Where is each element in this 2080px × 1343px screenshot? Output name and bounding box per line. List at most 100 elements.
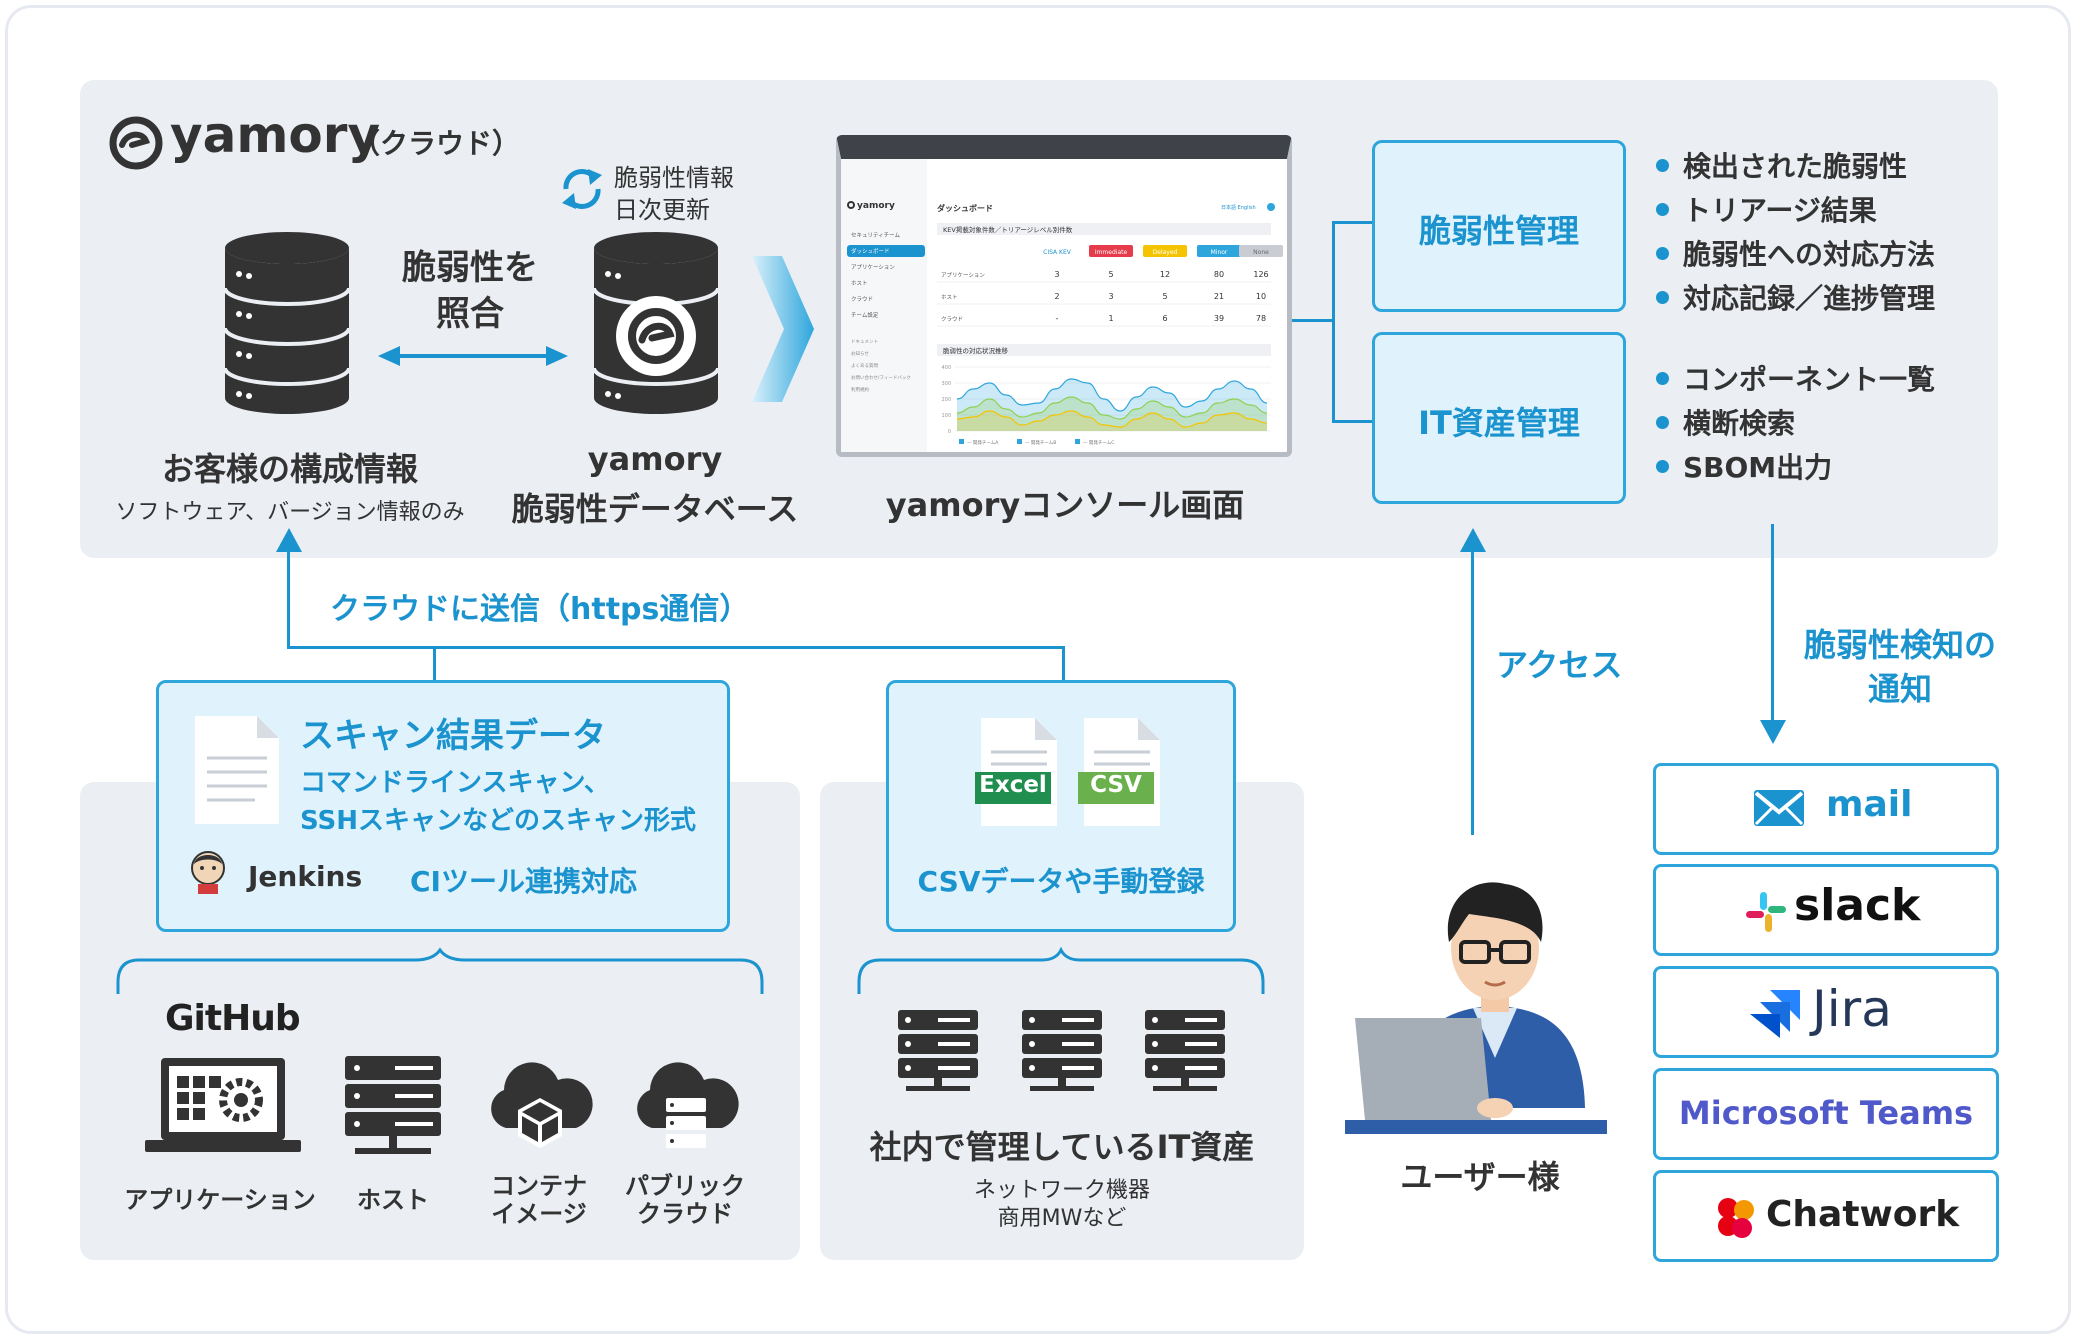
teams-label: Microsoft Teams (1678, 1094, 1974, 1132)
feature-item: 脆弱性への対応方法 (1656, 233, 1935, 273)
console-nav-item[interactable]: ホスト (851, 281, 868, 287)
send-line-csv (1062, 646, 1065, 682)
jira-label: Jira (1812, 980, 1892, 1038)
it-assets-sub-1: ネットワーク機器 (973, 1178, 1150, 1203)
customer-db-subtitle: ソフトウェア、バージョン情報のみ (115, 500, 465, 525)
it-assets-title: 社内で管理しているIT資産 (869, 1128, 1255, 1166)
slack-target[interactable] (1653, 864, 1999, 956)
it-asset-server-icon (1145, 1010, 1225, 1091)
console-nav-link[interactable]: お知らせ (851, 352, 869, 357)
table-cell: 12 (1160, 270, 1170, 279)
console-lang: 日本語 English (1221, 205, 1256, 211)
chart-series-line (956, 396, 1268, 420)
it-asset-server-icon (898, 1010, 978, 1091)
feature-label: 脆弱性への対応方法 (1683, 238, 1936, 271)
ci-label: CIツール連携対応 (410, 865, 637, 898)
excel-tag: Excel (979, 772, 1047, 798)
refresh-icon (562, 169, 602, 209)
console-nav-item[interactable]: クラウド (851, 297, 874, 303)
legend-label: — 開発チームB (1025, 439, 1056, 446)
csv-file-icon (1078, 718, 1160, 826)
console-nav-item[interactable]: チーム設定 (851, 313, 879, 319)
scan-brace (116, 947, 764, 994)
column-header: None (1253, 249, 1269, 256)
access-label: アクセス (1496, 646, 1623, 684)
feature-label: トリアージ結果 (1683, 194, 1877, 227)
host-server-icon (345, 1056, 441, 1154)
excel-file-icon (975, 718, 1057, 826)
console-nav-link[interactable]: お問い合わせ/フィードバック (851, 376, 911, 381)
jenkins-label: Jenkins (248, 860, 363, 893)
console-nav-link[interactable]: よくある質問 (851, 364, 878, 369)
update-label-1: 脆弱性情報 (614, 164, 734, 192)
match-label-1: 脆弱性を (402, 248, 538, 288)
csv-box[interactable] (886, 680, 1236, 932)
console-nav-link[interactable]: 利用規約 (851, 388, 869, 393)
column-header-chip (1197, 245, 1241, 257)
customer-db-title: お客様の構成情報 (161, 450, 418, 488)
yamory-db-title-2: 脆弱性データベース (511, 490, 799, 528)
scan-desc-1: コマンドラインスキャン、 (300, 768, 610, 798)
table-cell: - (1056, 314, 1059, 323)
scan-target-label: アプリケーション (124, 1186, 316, 1214)
feature-label: 対応記録／進捗管理 (1683, 282, 1936, 315)
connector (1332, 420, 1372, 423)
table-cell: 3 (1108, 292, 1113, 301)
column-header: Delayed (1153, 249, 1178, 256)
connector (1292, 319, 1332, 322)
it-asset-server-icon (1022, 1010, 1102, 1091)
yamory-database-icon (592, 232, 720, 414)
vuln-mgmt-box[interactable] (1372, 140, 1626, 312)
feature-label: 横断検索 (1683, 407, 1796, 440)
console-nav-item[interactable]: ダッシュボード (847, 245, 925, 257)
console-window: yamory セキュリティチームダッシュボードアプリケーションホストクラウドチー… (836, 135, 1292, 457)
teams-target[interactable] (1653, 1068, 1999, 1160)
console-nav-link[interactable]: ドキュメント (851, 340, 878, 345)
console-nav-item[interactable]: セキュリティチーム (851, 233, 901, 239)
update-label-2: 日次更新 (614, 196, 710, 224)
console-user-icon (1267, 203, 1275, 211)
chevron-right-icon (752, 256, 814, 402)
table-cell: 2 (1054, 292, 1059, 301)
outer-frame (5, 5, 2071, 1334)
application-laptop-icon (145, 1058, 301, 1152)
mail-target[interactable] (1653, 763, 1999, 855)
chatwork-icon (1718, 1198, 1754, 1238)
feature-item: 対応記録／進捗管理 (1656, 277, 1935, 317)
bullet-dot (1656, 290, 1669, 304)
feature-label: 検出された脆弱性 (1683, 150, 1908, 183)
console-header: ダッシュボード (937, 204, 993, 213)
table-cell: 3 (1054, 270, 1059, 279)
row-label: ホスト (941, 294, 958, 301)
table-cell: 10 (1256, 292, 1266, 301)
send-line-left (287, 545, 290, 649)
scan-target-label: パブリック (625, 1172, 745, 1200)
bullet-dot (1656, 459, 1669, 473)
send-label: クラウドに送信（https通信） (330, 592, 750, 627)
console-nav-item[interactable]: アプリケーション (851, 265, 895, 271)
table-cell: 126 (1253, 270, 1268, 279)
chart-title-bar (937, 344, 1271, 356)
table-cell: 6 (1162, 314, 1167, 323)
match-label-2: 照合 (436, 294, 504, 334)
asset-mgmt-label: IT資産管理 (1418, 404, 1580, 442)
asset-mgmt-box[interactable] (1372, 332, 1626, 504)
bullet-dot (1656, 371, 1669, 385)
column-header: Immediate (1095, 249, 1128, 256)
chatwork-label: Chatwork (1766, 1194, 1960, 1235)
csv-brace (857, 946, 1265, 994)
github-logo: GitHub (165, 998, 301, 1039)
legend-label: — 開発チームC (1083, 439, 1114, 446)
scan-target-label: クラウド (637, 1200, 733, 1228)
table-cell: 39 (1214, 314, 1224, 323)
jenkins-icon (191, 851, 225, 894)
chatwork-target[interactable] (1653, 1170, 1999, 1262)
document-icon (195, 716, 279, 824)
scan-target-label: コンテナ (491, 1172, 587, 1200)
jira-icon (1750, 990, 1800, 1038)
notify-label-1: 脆弱性検知の (1803, 626, 1996, 664)
jira-target[interactable] (1653, 966, 1999, 1058)
customer-database-icon (223, 232, 351, 414)
